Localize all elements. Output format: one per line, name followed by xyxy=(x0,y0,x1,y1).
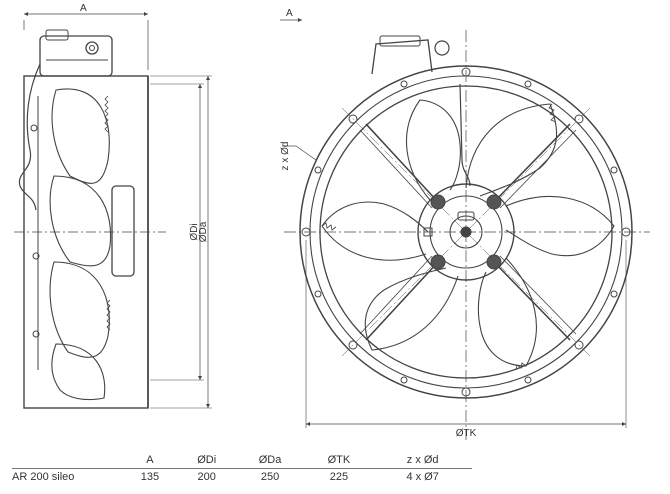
side-view xyxy=(14,11,212,409)
header-a: A xyxy=(146,454,154,466)
dim-outer-diameter: ØDa xyxy=(198,221,209,242)
header-model xyxy=(12,452,122,469)
guard-struts xyxy=(359,123,577,341)
header-da: ØDa xyxy=(258,454,282,466)
table-header-row: A ØDi ØDa ØTK z x Ød xyxy=(12,452,472,469)
dimension-table: A ØDi ØDa ØTK z x Ød AR 200 sileo 135 20… xyxy=(12,452,472,485)
cell-da: 250 xyxy=(235,468,305,485)
front-view xyxy=(280,17,650,440)
cell-model: AR 200 sileo xyxy=(12,468,122,485)
side-blades xyxy=(49,88,112,401)
side-dim-a: A xyxy=(80,3,87,14)
cell-holes: 4 x Ø7 xyxy=(373,468,472,485)
fan-technical-drawing: A ØDi ØDa xyxy=(14,3,650,440)
motor-bolts xyxy=(430,194,502,270)
header-holes: z x Ød xyxy=(406,454,439,466)
header-di: ØDi xyxy=(197,454,217,466)
front-terminal-box xyxy=(371,35,450,75)
hole-callout: z x Ød xyxy=(280,142,291,171)
header-tk: ØTK xyxy=(327,454,351,466)
dim-inner-diameter: ØDi xyxy=(189,223,200,240)
front-dim-a: A xyxy=(286,8,293,19)
cell-a: 135 xyxy=(122,468,178,485)
dim-bolt-circle: ØTK xyxy=(456,428,477,439)
side-terminal-box xyxy=(39,29,113,77)
cell-di: 200 xyxy=(177,468,236,485)
side-hub xyxy=(111,185,135,277)
cell-tk: 225 xyxy=(304,468,374,485)
side-housing xyxy=(23,75,149,409)
table-row: AR 200 sileo 135 200 250 225 4 x Ø7 xyxy=(12,468,472,485)
